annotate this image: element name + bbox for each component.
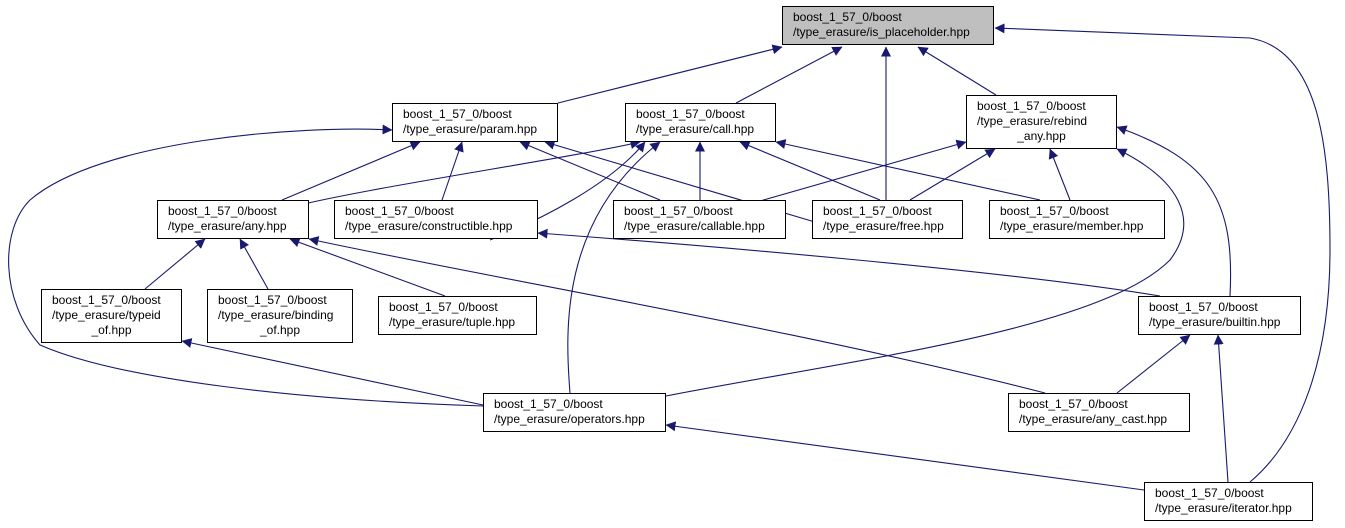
- edge-operators-to-typeid-of: [181, 338, 484, 406]
- node-path-line: /type_erasure/call.hpp: [636, 122, 755, 136]
- node-path-line: boost_1_57_0/boost: [1149, 300, 1258, 314]
- node-path-line: _any.hpp: [1017, 129, 1066, 143]
- node-path-line: _of.hpp: [91, 323, 132, 337]
- node-path-line: /type_erasure/is_placeholder.hpp: [793, 25, 970, 39]
- edge-param-to-is-placeholder: [557, 44, 783, 104]
- node-path-line: boost_1_57_0/boost: [345, 204, 454, 218]
- node-path-line: boost_1_57_0/boost: [1019, 397, 1128, 411]
- edge-builtin-to-constructible: [537, 228, 1161, 297]
- node-path-line: boost_1_57_0/boost: [636, 107, 745, 121]
- node-path-line: boost_1_57_0/boost: [977, 99, 1086, 113]
- node-path-line: /type_erasure/any.hpp: [168, 219, 287, 233]
- node-path-line: /type_erasure/constructible.hpp: [345, 219, 513, 233]
- node-member-hpp[interactable]: boost_1_57_0/boost /type_erasure/member.…: [989, 200, 1165, 239]
- node-typeid-of-hpp[interactable]: boost_1_57_0/boost /type_erasure/typeid …: [41, 289, 182, 343]
- edge-constructible-to-param: [441, 141, 464, 201]
- node-path-line: boost_1_57_0/boost: [1155, 486, 1264, 500]
- edge-iterator-to-is-placeholder: [994, 23, 1331, 483]
- node-any-hpp[interactable]: boost_1_57_0/boost /type_erasure/any.hpp: [157, 200, 309, 239]
- node-is-placeholder-hpp[interactable]: boost_1_57_0/boost /type_erasure/is_plac…: [782, 6, 994, 45]
- node-path-line: /type_erasure/any_cast.hpp: [1019, 412, 1168, 426]
- node-path-line: boost_1_57_0/boost: [494, 397, 603, 411]
- node-path-line: boost_1_57_0/boost: [168, 204, 277, 218]
- edge-callable-to-param: [519, 141, 661, 201]
- node-path-line: boost_1_57_0/boost: [403, 107, 512, 121]
- edge-builtin-to-rebind-any: [1116, 125, 1232, 297]
- node-path-line: /type_erasure/binding: [218, 308, 334, 322]
- edge-any-to-call: [279, 139, 641, 211]
- node-path-line: /type_erasure/tuple.hpp: [389, 315, 516, 329]
- node-path-line: boost_1_57_0/boost: [218, 293, 327, 307]
- node-constructible-hpp[interactable]: boost_1_57_0/boost /type_erasure/constru…: [334, 200, 538, 239]
- edge-operators-to-rebind-any: [665, 148, 1185, 397]
- node-path-line: _of.hpp: [259, 323, 301, 337]
- node-path-line: /type_erasure/builtin.hpp: [1149, 315, 1281, 329]
- node-path-line: /type_erasure/callable.hpp: [624, 219, 765, 233]
- edge-member-to-call: [775, 139, 1041, 201]
- node-rebind-any-hpp[interactable]: boost_1_57_0/boost /type_erasure/rebind …: [966, 95, 1117, 149]
- edge-tuple-to-any: [289, 237, 446, 297]
- edge-iterator-to-builtin: [1213, 334, 1229, 483]
- node-path-line: /type_erasure/member.hpp: [1000, 219, 1144, 233]
- edge-binding-of-to-any: [239, 238, 269, 290]
- node-path-line: boost_1_57_0/boost: [389, 300, 498, 314]
- edge-any-to-param: [281, 141, 421, 201]
- edge-rebind-any-to-is-placeholder: [917, 46, 997, 96]
- node-builtin-hpp[interactable]: boost_1_57_0/boost /type_erasure/builtin…: [1138, 296, 1301, 335]
- node-path-line: boost_1_57_0/boost: [1000, 204, 1109, 218]
- node-path-line: /type_erasure/typeid: [52, 308, 161, 322]
- node-path-line: /type_erasure/iterator.hpp: [1155, 501, 1292, 515]
- node-path-line: boost_1_57_0/boost: [52, 293, 161, 307]
- node-path-line: /type_erasure/param.hpp: [403, 122, 538, 136]
- edge-operators-to-call: [567, 141, 661, 394]
- node-path-line: /type_erasure/rebind: [977, 114, 1088, 128]
- node-path-line: /type_erasure/free.hpp: [823, 219, 944, 233]
- node-call-hpp[interactable]: boost_1_57_0/boost /type_erasure/call.hp…: [625, 103, 776, 142]
- node-any-cast-hpp[interactable]: boost_1_57_0/boost /type_erasure/any_cas…: [1008, 393, 1190, 432]
- node-path-line: boost_1_57_0/boost: [624, 204, 733, 218]
- edge-free-to-call: [739, 141, 881, 201]
- node-path-line: /type_erasure/operators.hpp: [494, 412, 645, 426]
- node-path-line: boost_1_57_0/boost: [793, 10, 902, 24]
- edge-any-cast-to-builtin: [1116, 334, 1191, 394]
- edge-call-to-is-placeholder: [735, 46, 843, 104]
- node-binding-of-hpp[interactable]: boost_1_57_0/boost /type_erasure/binding…: [207, 289, 353, 343]
- edge-typeid-of-to-any: [144, 238, 206, 290]
- node-path-line: boost_1_57_0/boost: [823, 204, 932, 218]
- edge-member-to-rebind-any: [1048, 148, 1071, 201]
- node-callable-hpp[interactable]: boost_1_57_0/boost /type_erasure/callabl…: [613, 200, 786, 239]
- node-free-hpp[interactable]: boost_1_57_0/boost /type_erasure/free.hp…: [812, 200, 963, 239]
- edge-iterator-to-operators: [665, 421, 1145, 491]
- node-tuple-hpp[interactable]: boost_1_57_0/boost /type_erasure/tuple.h…: [378, 296, 537, 335]
- edge-free-to-rebind-any: [909, 148, 996, 201]
- edge-operators-to-param: [8, 124, 484, 407]
- node-param-hpp[interactable]: boost_1_57_0/boost /type_erasure/param.h…: [392, 103, 558, 142]
- node-iterator-hpp[interactable]: boost_1_57_0/boost /type_erasure/iterato…: [1144, 482, 1313, 521]
- edge-callable-to-rebind-any: [759, 139, 967, 202]
- node-operators-hpp[interactable]: boost_1_57_0/boost /type_erasure/operato…: [483, 393, 666, 432]
- edge-any-cast-to-any: [308, 236, 1046, 394]
